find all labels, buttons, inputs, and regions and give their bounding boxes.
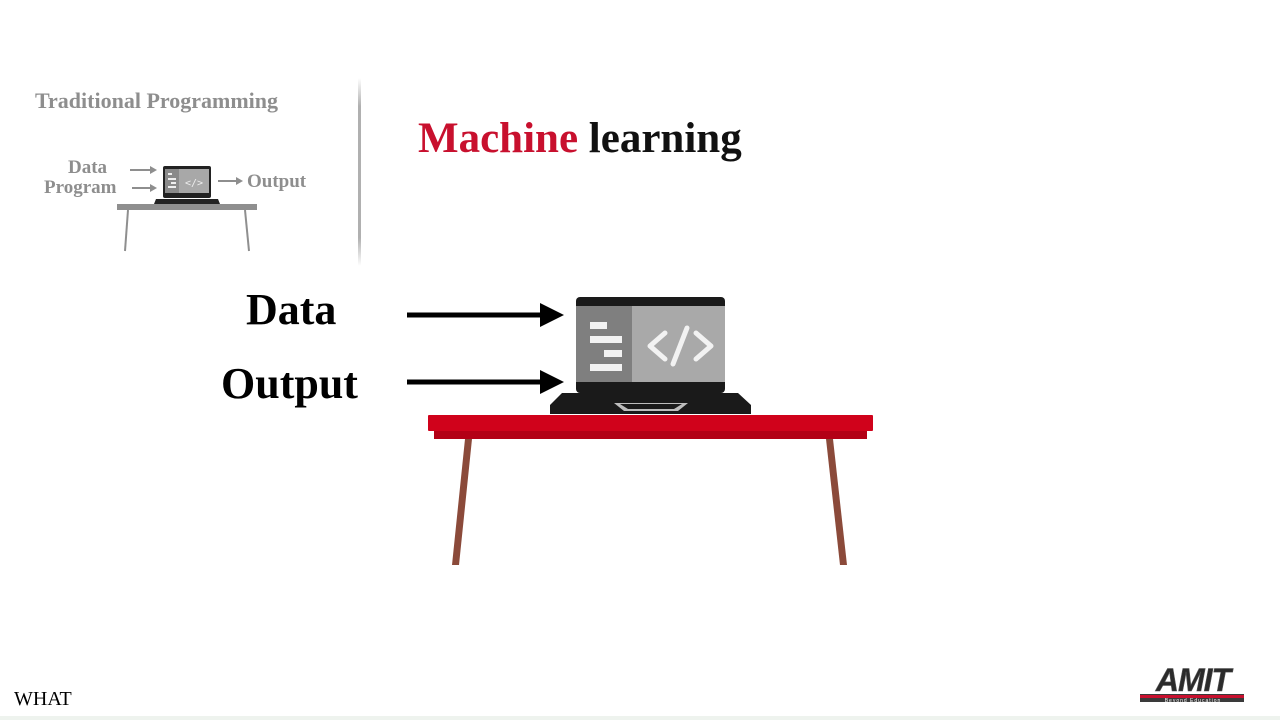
traditional-programming-title: Traditional Programming xyxy=(35,88,279,113)
trad-laptop-icon: </> xyxy=(154,166,220,204)
amit-logo-tagline: Beyond Education xyxy=(1165,698,1222,704)
ml-laptop-icon xyxy=(550,297,751,414)
ml-data-label: Data xyxy=(246,285,337,334)
bottom-edge xyxy=(0,716,1280,720)
trad-table xyxy=(117,204,257,252)
machine-learning-title: Machine learning xyxy=(418,114,742,163)
trad-program-label: Program xyxy=(44,177,117,198)
amit-logo-text: AMIT xyxy=(1155,662,1234,698)
ml-arrow-output xyxy=(407,370,564,394)
machine-learning-title-accent: Machine xyxy=(418,115,579,162)
trad-arrow-output xyxy=(218,177,243,185)
caption-text: WHAT xyxy=(14,688,72,710)
trad-data-label: Data xyxy=(68,157,108,178)
trad-arrow-data xyxy=(130,166,157,174)
amit-logo-mark: AMIT Beyond Education xyxy=(1140,662,1244,704)
section-divider xyxy=(358,78,361,266)
ml-table xyxy=(428,415,873,565)
svg-text:</>: </> xyxy=(185,178,203,189)
ml-output-label: Output xyxy=(221,359,358,408)
amit-logo: AMIT Beyond Education xyxy=(1138,660,1248,704)
machine-learning-title-rest: learning xyxy=(588,115,742,162)
trad-arrow-program xyxy=(132,184,157,192)
ml-arrow-data xyxy=(407,303,564,327)
trad-output-label: Output xyxy=(247,171,307,192)
